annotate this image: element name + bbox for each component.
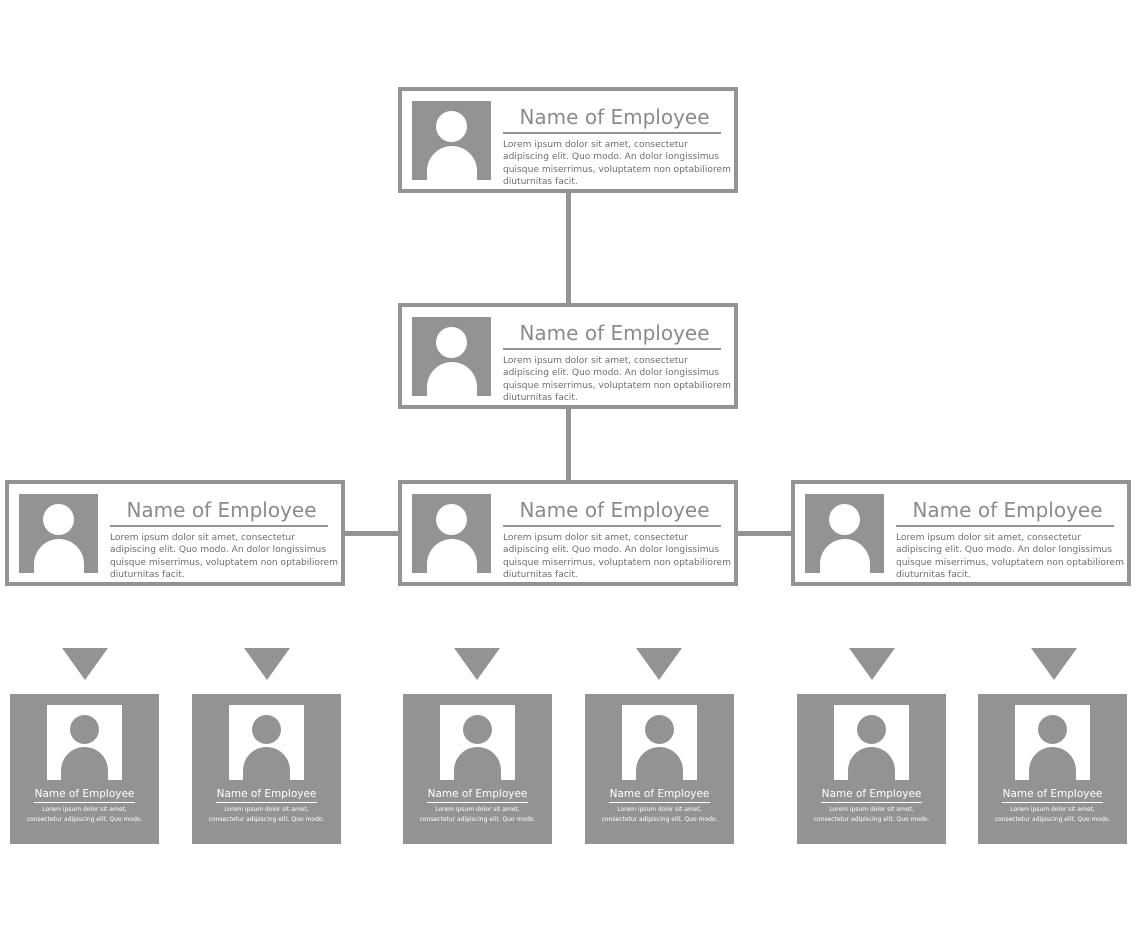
- staff-card: Name of Employee Lorem ipsum dolor sit a…: [192, 694, 341, 844]
- employee-name: Name of Employee: [519, 321, 710, 345]
- employee-name: Name of Employee: [126, 498, 317, 522]
- person-silhouette-icon: [1015, 705, 1090, 780]
- divider: [609, 802, 710, 803]
- divider: [34, 802, 135, 803]
- staff-card: Name of Employee Lorem ipsum dolor sit a…: [978, 694, 1127, 844]
- employee-description: Lorem ipsum dolor sit amet, consectetur …: [896, 533, 1124, 581]
- staff-name: Name of Employee: [609, 788, 710, 800]
- employee-name: Name of Employee: [519, 105, 710, 129]
- staff-card: Name of Employee Lorem ipsum dolor sit a…: [585, 694, 734, 844]
- employee-card-center: Name of Employee Lorem ipsum dolor sit a…: [398, 480, 738, 586]
- staff-description: Lorem ipsum dolor sit amet, consectetur …: [419, 806, 536, 823]
- connector-center-to-right: [737, 531, 793, 536]
- triangle-down-icon: [1031, 648, 1077, 680]
- employee-description: Lorem ipsum dolor sit amet, consectetur …: [503, 533, 731, 581]
- staff-description: Lorem ipsum dolor sit amet, consectetur …: [208, 806, 325, 823]
- person-silhouette-icon: [229, 705, 304, 780]
- staff-description: Lorem ipsum dolor sit amet, consectetur …: [601, 806, 718, 823]
- staff-name: Name of Employee: [1002, 788, 1103, 800]
- staff-card: Name of Employee Lorem ipsum dolor sit a…: [403, 694, 552, 844]
- person-silhouette-icon: [440, 705, 515, 780]
- employee-card-left: Name of Employee Lorem ipsum dolor sit a…: [5, 480, 345, 586]
- staff-name: Name of Employee: [34, 788, 135, 800]
- employee-name: Name of Employee: [912, 498, 1103, 522]
- person-silhouette-icon: [805, 494, 884, 573]
- person-silhouette-icon: [412, 317, 491, 396]
- triangle-down-icon: [454, 648, 500, 680]
- person-silhouette-icon: [834, 705, 909, 780]
- divider: [216, 802, 317, 803]
- employee-description: Lorem ipsum dolor sit amet, consectetur …: [503, 140, 731, 188]
- person-silhouette-icon: [19, 494, 98, 573]
- staff-description: Lorem ipsum dolor sit amet, consectetur …: [26, 806, 143, 823]
- connector-left-to-center: [344, 531, 400, 536]
- divider: [503, 525, 721, 527]
- connector-level2-to-level3: [566, 408, 571, 481]
- triangle-down-icon: [62, 648, 108, 680]
- person-silhouette-icon: [412, 494, 491, 573]
- triangle-down-icon: [849, 648, 895, 680]
- divider: [896, 525, 1114, 527]
- staff-description: Lorem ipsum dolor sit amet, consectetur …: [994, 806, 1111, 823]
- employee-card-second: Name of Employee Lorem ipsum dolor sit a…: [398, 303, 738, 409]
- person-silhouette-icon: [622, 705, 697, 780]
- staff-card: Name of Employee Lorem ipsum dolor sit a…: [797, 694, 946, 844]
- staff-name: Name of Employee: [427, 788, 528, 800]
- triangle-down-icon: [636, 648, 682, 680]
- divider: [427, 802, 528, 803]
- staff-description: Lorem ipsum dolor sit amet, consectetur …: [813, 806, 930, 823]
- connector-level1-to-level2: [566, 192, 571, 305]
- divider: [503, 132, 721, 134]
- triangle-down-icon: [244, 648, 290, 680]
- employee-card-top: Name of Employee Lorem ipsum dolor sit a…: [398, 87, 738, 193]
- employee-description: Lorem ipsum dolor sit amet, consectetur …: [503, 356, 731, 404]
- staff-card: Name of Employee Lorem ipsum dolor sit a…: [10, 694, 159, 844]
- staff-name: Name of Employee: [821, 788, 922, 800]
- divider: [503, 348, 721, 350]
- divider: [110, 525, 328, 527]
- staff-name: Name of Employee: [216, 788, 317, 800]
- employee-name: Name of Employee: [519, 498, 710, 522]
- divider: [1002, 802, 1103, 803]
- person-silhouette-icon: [412, 101, 491, 180]
- person-silhouette-icon: [47, 705, 122, 780]
- employee-card-right: Name of Employee Lorem ipsum dolor sit a…: [791, 480, 1131, 586]
- divider: [821, 802, 922, 803]
- employee-description: Lorem ipsum dolor sit amet, consectetur …: [110, 533, 338, 581]
